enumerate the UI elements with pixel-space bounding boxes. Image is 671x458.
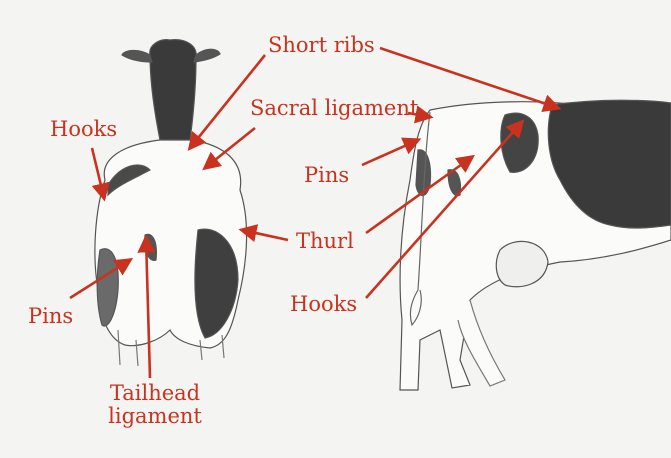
label-tailhead-ligament: Tailhead ligament	[100, 382, 210, 428]
arrow-thurl-rear	[242, 230, 288, 240]
label-short-ribs: Short ribs	[268, 34, 375, 57]
left-ear	[122, 50, 152, 62]
label-sacral-ligament: Sacral ligament	[250, 97, 418, 120]
arrow-pins-side	[362, 140, 418, 165]
cow-side-view	[400, 100, 671, 390]
label-hooks-side: Hooks	[290, 293, 357, 316]
arrow-hooks-rear	[92, 148, 104, 198]
label-tailhead-line1: Tailhead	[100, 382, 210, 405]
label-tailhead-line2: ligament	[100, 405, 210, 428]
side-udder	[496, 241, 548, 286]
label-pins-rear: Pins	[28, 305, 73, 328]
cow-rear-view	[95, 40, 247, 366]
label-pins-side: Pins	[304, 164, 349, 187]
right-ear	[194, 49, 220, 62]
tail-head-dark	[150, 40, 196, 140]
label-hooks-rear: Hooks	[50, 118, 117, 141]
label-thurl: Thurl	[296, 230, 354, 253]
